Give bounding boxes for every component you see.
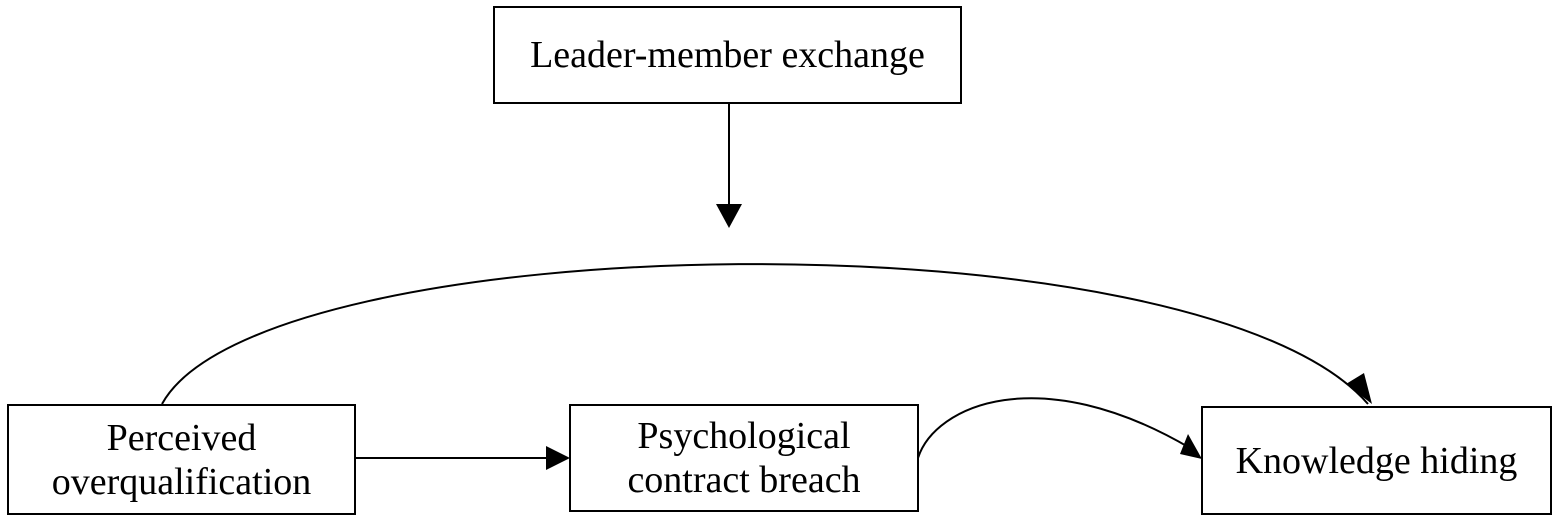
node-perceived-overqualification: Perceived overqualification — [7, 404, 356, 515]
edge-overqualification-to-knowledge-hiding — [161, 263, 1369, 405]
arrowhead-overqualification-to-knowledge-hiding — [1346, 373, 1372, 404]
node-psychological-contract-breach: Psychological contract breach — [569, 404, 919, 512]
node-label: Leader-member exchange — [530, 34, 925, 76]
node-label-line-2: contract breach — [627, 459, 861, 501]
node-leader-member-exchange: Leader-member exchange — [493, 6, 962, 104]
node-label-line-2: overqualification — [51, 460, 312, 503]
arrowhead-lmx-moderation — [716, 204, 742, 228]
edge-breach-to-knowledge-hiding — [917, 397, 1191, 459]
node-knowledge-hiding: Knowledge hiding — [1201, 406, 1552, 515]
arrowhead-overqualification-to-breach — [546, 446, 570, 470]
arrowhead-breach-to-knowledge-hiding — [1180, 434, 1202, 459]
node-label-line-1: Psychological — [637, 415, 851, 457]
node-label-line-1: Perceived — [106, 416, 257, 459]
node-label: Knowledge hiding — [1235, 439, 1518, 482]
